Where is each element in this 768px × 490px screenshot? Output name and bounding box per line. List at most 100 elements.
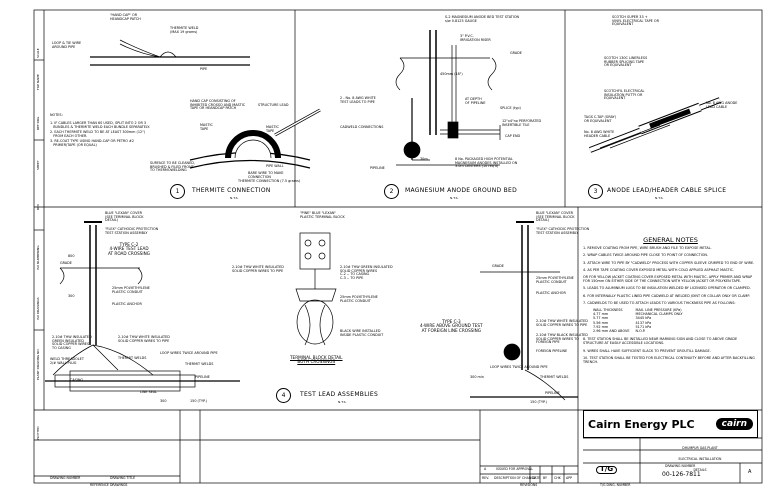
side-label: PLOTTED [36, 426, 40, 440]
callout: GRADE [492, 264, 504, 268]
callout: CAP END [505, 134, 521, 138]
callout: PIPE WALL [266, 164, 284, 168]
project-line: DETAILS [693, 467, 707, 472]
callout: 30m [420, 157, 428, 161]
general-notes: GENERAL NOTES 1. REMOVE COATING FROM PIP… [583, 236, 758, 367]
callout: TERMINAL BLOCK DETAIL BOTH CROSSINGS [290, 355, 343, 365]
drawing-number: 00-126-7811 [662, 471, 701, 478]
callout: 12"x4"no PERFORATED INSERTIBLE TILE [502, 119, 542, 127]
dimension: 300 [160, 399, 167, 403]
table-cell: 5.77 mm [593, 316, 609, 321]
callout: TYPE C-3 4-WIRE ABOVE GROUND TEST AT FOR… [420, 319, 483, 333]
callout: GRADE [510, 51, 522, 55]
note-item: 4. AS PER TAPE COATING COVER EXPOSED MET… [583, 267, 735, 272]
callout: THERMIT WELDS [118, 356, 147, 360]
callout: HAND CAP CONSISTING OF INHIBITED CROSSO … [190, 99, 246, 111]
side-label: REV [36, 203, 40, 210]
rev-col-header: BY [543, 476, 547, 480]
callout: SCOTCH SUPER 33 + VINYL ELECTRICAL TAPE … [612, 15, 659, 27]
dimension: 800 [68, 254, 75, 258]
callout: 2-10# THW WHITE INSULATED SOLID COPPER W… [232, 265, 284, 273]
callout: 25mm POLYETHYLENE PLASTIC CONDUIT [536, 276, 574, 284]
rev-col-header: DESCRIPTION OF CHANGE [494, 476, 536, 480]
callout: TYPE C-2 4-WIRE TEST LEAD AT ROAD CROSSI… [108, 242, 151, 256]
side-strip: SCALE FILE NAME REF DRG SHEET REV ISO NU… [0, 10, 40, 483]
callout: SCOTCHFIL ELECTRICAL INSULATION PUTTY OR… [604, 89, 645, 101]
callout: "PINE" BLUE "LEXAN" PLASTIC TERMINAL BLO… [300, 211, 345, 219]
callout: LINE SEAL [140, 390, 158, 394]
callout: PIPELINE [195, 375, 210, 379]
ref-col-header: DRAWING NUMBER [50, 476, 81, 480]
company-logo: cairn [715, 418, 753, 430]
callout: "HAND CAP" OR HEANDCAP PATCH [110, 13, 141, 21]
callout: S-2 MAGNESIUM ANODE BED TEST STATION s/w… [445, 15, 520, 23]
callout: PIPELINE [370, 166, 385, 170]
note-item: 8. TEST STATION SHALL BE INSTALLED NEAR … [583, 337, 738, 346]
callout: 2-10# THW WHITE INSULATED SOLID COPPER W… [118, 335, 170, 343]
project-title: DHUMPUR GAS PLANT ELECTRICAL INSTALLATIO… [640, 440, 760, 480]
general-notes-title: GENERAL NOTES [643, 236, 698, 244]
reference-drawings-label: REFERENCE DRAWINGS [90, 483, 128, 487]
table-header: MAX. LINE PRESSURE (KPa) [635, 308, 682, 313]
table-cell: 5.56 mm [593, 320, 609, 325]
dimension: 300 min [470, 375, 484, 379]
section-number: 2 [384, 184, 399, 199]
table-header: WALL THICKNESS [593, 308, 623, 313]
callout: BLACK WIRE INSTALLED INSIDE PLASTIC COND… [340, 329, 384, 337]
callout: LOOP WIRES TWICE AROUND PIPE [490, 365, 548, 369]
callout: 2-10# THW WHITE INSULATED SOLID COPPER W… [536, 319, 588, 327]
section-number: 1 [170, 184, 185, 199]
callout: BLUE "LEXAN" COVER (SEE TERMINAL BLOCK D… [105, 211, 144, 223]
callout: MASTIC TAPE [200, 123, 213, 131]
nts-label: N.T.S. [338, 400, 347, 404]
revisions-label: REVISIONS [520, 483, 538, 487]
nts-label: N.T.S. [655, 196, 664, 200]
callout: TAGS C-TAP (GRAY) OR EQUIVALENT [584, 115, 617, 123]
side-label: FILE NAME [36, 74, 40, 90]
callout: THERMIT WELDS [540, 375, 569, 379]
callout: 3" P.V.C. IRRIGATION RISER [460, 34, 491, 42]
section-title-test-leads: TEST LEAD ASSEMBLIES [300, 391, 379, 398]
rev-cell: ISSUED FOR APPROVAL [496, 467, 533, 471]
company-name: Cairn Energy PLC [588, 417, 695, 431]
callout: 25mm POLYETHYLENE PLASTIC CONDUIT [340, 295, 378, 303]
note-item: 2. WRAP CABLES TWICE AROUND PIPE CLOSE T… [583, 253, 709, 258]
callout: 25mm POLYETHYLENE PLASTIC CONDUIT [112, 286, 150, 294]
dimension: 150 (TYP.) [530, 400, 547, 404]
table-cell: 7.92 mm [593, 324, 609, 329]
thermite-note: 1. IF CABLES LARGER THAN 6S USED, SPLIT … [50, 121, 150, 129]
section-number: 4 [276, 388, 291, 403]
table-cell: 3445 kPa [635, 316, 652, 321]
callout: MASTIC TAPE [266, 125, 279, 133]
callout: BARE WIRE TO MAKE CONNECTION [248, 171, 284, 179]
table-cell: 4.77 mm [593, 312, 609, 317]
callout: No. 8 AWG ANODE LEAD CABLE [706, 101, 738, 109]
section-title-thermite: THERMITE CONNECTION [192, 187, 271, 194]
callout: THERMITE CONNECTION (7.5 grams) [238, 179, 301, 183]
revision-value: A [748, 469, 752, 475]
nts-label: N.T.S. [450, 196, 459, 200]
side-label: SCALE [36, 48, 40, 58]
dimension: 300 [68, 294, 75, 298]
note-item: 6. FOR INTERNALLY PLASTIC LINED PIPE CAD… [583, 293, 750, 298]
project-line: DHUMPUR GAS PLANT [682, 446, 718, 451]
callout: 2 - No. 8 AWG WHITE TEST LEADS TO PIPE [340, 96, 376, 104]
note-item: 3. ATTACH WIRE TO PIPE BY "CADWELD" PROC… [583, 260, 755, 265]
callout: SCOTCH 130C LINERLESS RUBBER SPLICING TA… [604, 56, 648, 68]
callout: PLASTIC ANCHOR [112, 302, 142, 306]
rev-cell: A [484, 467, 487, 471]
rev-col-header: CHK [554, 476, 561, 480]
note-item: 10. TEST STATION SHALL BE TESTED FOR ELE… [583, 355, 755, 365]
callout: 450mm (18") [440, 72, 463, 76]
tg-logo: T/G [596, 466, 618, 474]
callout: AT DEPTH OF PIPELINE [465, 97, 486, 105]
side-label: PLANT DRAWING NO. [36, 348, 40, 380]
callout: CASING [70, 378, 84, 382]
callout: 2-10# THW INSULATED GREEN INSULATED SOLI… [52, 335, 92, 350]
callout: THERMITE WELD (MAX 19 grams) [170, 26, 199, 34]
rev-col-header: APP [566, 476, 573, 480]
tg-dwg-number-label: T/G DWG. NUMBER [600, 483, 631, 487]
project-line: ELECTRICAL INSTALLATION [678, 456, 722, 461]
